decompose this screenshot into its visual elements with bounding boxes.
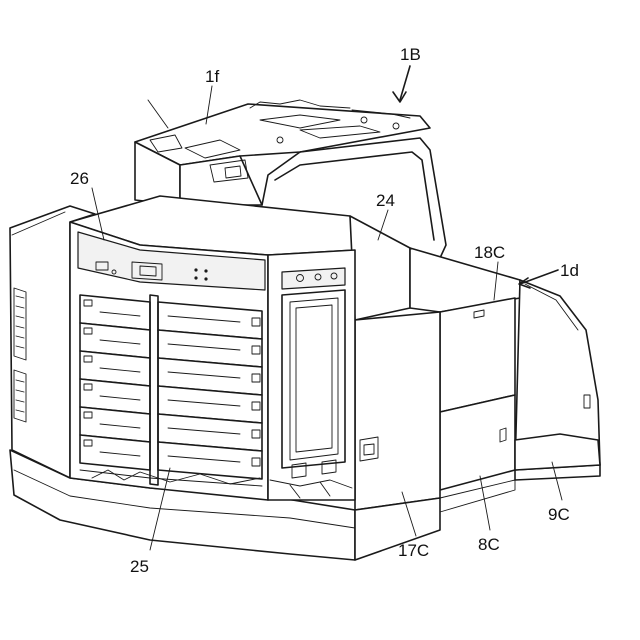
label-26: 26 xyxy=(70,169,89,188)
label-8C: 8C xyxy=(478,535,500,554)
label-17C: 17C xyxy=(398,541,429,560)
label-25: 25 xyxy=(130,557,149,576)
label-24: 24 xyxy=(376,191,395,210)
battery-trays-right xyxy=(158,302,262,479)
label-18C: 18C xyxy=(474,243,505,262)
label-1B: 1B xyxy=(400,45,421,64)
label-9C: 9C xyxy=(548,505,570,524)
leader-8C xyxy=(480,476,490,530)
arrow-1d xyxy=(520,270,558,284)
label-1f: 1f xyxy=(205,67,219,86)
label-1d: 1d xyxy=(560,261,579,280)
side-cabinet xyxy=(268,250,355,500)
battery-trays-left xyxy=(80,295,150,470)
battery-bay xyxy=(70,222,268,500)
